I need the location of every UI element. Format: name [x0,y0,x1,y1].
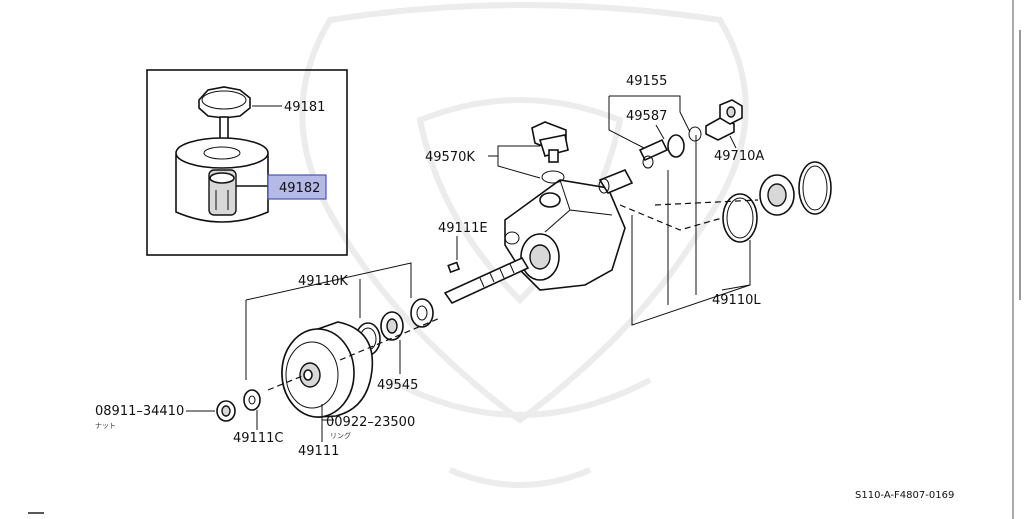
pump-body [504,179,626,291]
reservoir-inset-frame [146,69,348,256]
part-label-49570K[interactable]: 49570K [425,150,475,165]
leader-49710A [729,135,737,149]
part-sub-label-nut: ナット [95,422,116,430]
pin-49111E [447,261,461,274]
nut-and-washer [216,389,261,422]
dash-axis-left [267,374,306,391]
part-label-00922-23500[interactable]: 00922–23500 [326,415,415,430]
dash-line-rings-2 [654,199,759,206]
pulley [281,321,374,418]
part-label-49182[interactable]: 49182 [279,181,320,196]
part-label-49110L[interactable]: 49110L [712,293,761,308]
leader-49155-left [608,96,645,149]
part-label-49181[interactable]: 49181 [284,100,325,115]
leader-49110K-top [245,262,412,301]
part-label-49110K[interactable]: 49110K [298,274,348,289]
reservoir-cap [198,86,251,140]
part-label-49111C[interactable]: 49111C [233,431,283,446]
fitting-49710A [705,99,743,141]
reservoir-tank [175,137,269,223]
part-label-49111[interactable]: 49111 [298,444,339,459]
part-label-49587[interactable]: 49587 [626,109,667,124]
part-label-49155[interactable]: 49155 [626,74,667,89]
leader-49155-right [609,95,691,133]
part-sub-label-ring: リング [330,431,351,440]
leader-49110L [631,215,751,326]
part-label-49710A[interactable]: 49710A [714,149,764,164]
dash-axis-right [339,317,441,361]
leader-49570K [497,145,541,179]
o-ring-seals-right [722,161,832,243]
diagram-reference-code: S110-A-F4807-0169 [855,490,954,501]
watermark [299,2,749,488]
dash-line-rings [619,204,723,231]
part-label-08911-34410[interactable]: 08911–34410 [95,404,184,419]
pump-shaft [443,256,530,305]
leader-49587 [655,124,665,140]
highlight-box-49182 [267,174,327,200]
part-label-49545[interactable]: 49545 [377,378,418,393]
union-49587 [638,126,702,169]
part-label-49111E[interactable]: 49111E [438,221,488,236]
union-fitting [598,168,634,195]
union-bolt-49570K [531,121,569,184]
leader-49110L-d [721,284,751,291]
